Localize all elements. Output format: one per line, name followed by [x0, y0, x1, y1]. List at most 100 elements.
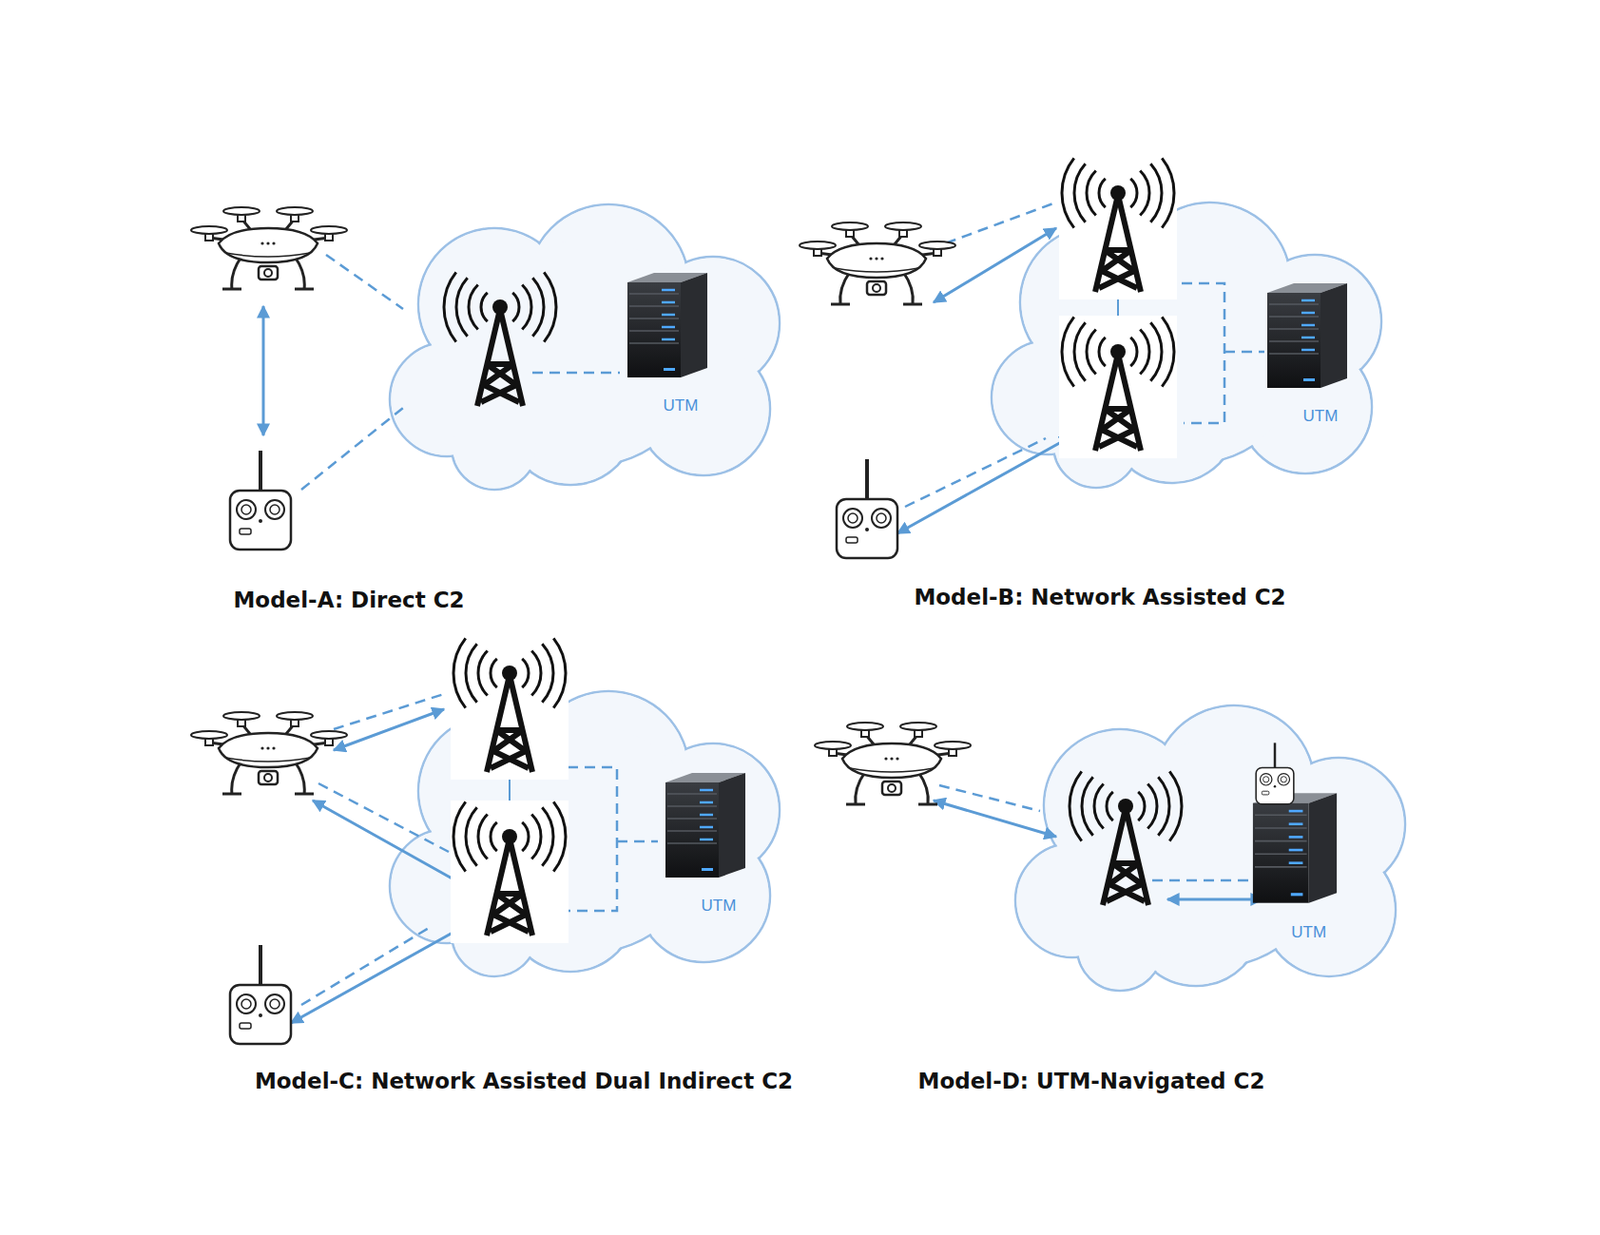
dashed-link: [301, 407, 404, 490]
tower-top: [492, 299, 508, 315]
drone-icon: [191, 712, 347, 794]
drone-lens: [264, 773, 272, 782]
antenna: [258, 944, 263, 985]
server-led: [1303, 378, 1315, 382]
model-caption: Model-C: Network Assisted Dual Indirect …: [254, 1068, 793, 1094]
utm-server: UTM: [633, 270, 729, 416]
radio-wave: [453, 637, 566, 708]
tower-lattice: [477, 308, 523, 406]
switch: [239, 528, 251, 535]
remote-controller: [230, 450, 291, 550]
tower-background: [1059, 156, 1177, 300]
drone-icon: [191, 207, 347, 290]
server-slot: [1254, 827, 1308, 829]
server-slot: [1254, 840, 1308, 843]
drone-rotor: [900, 722, 937, 731]
switch: [1261, 790, 1269, 795]
radio-wave: [481, 292, 520, 322]
cell-tower: [450, 800, 569, 944]
radio-wave: [478, 651, 541, 696]
radio-wave: [456, 277, 544, 336]
c2-arrow: [1167, 898, 1263, 902]
tower-top: [1118, 798, 1134, 814]
tower-background: [450, 636, 569, 780]
dashed-link: [301, 927, 429, 1005]
tower-top: [501, 828, 518, 845]
radio-wave: [465, 643, 554, 702]
server-light: [699, 789, 714, 792]
cell-tower: [1069, 771, 1182, 906]
drone-led: [260, 746, 264, 750]
server-side: [1320, 283, 1348, 388]
button: [258, 1013, 263, 1018]
server-light: [661, 326, 675, 329]
controller-body: [1255, 767, 1294, 804]
server-light: [699, 813, 714, 817]
joystick: [265, 994, 285, 1014]
drone-led: [271, 241, 275, 245]
drone-camera: [867, 281, 887, 295]
remote-controller: [836, 459, 898, 559]
server-icon: [1253, 792, 1337, 904]
server-slot: [629, 329, 679, 332]
server-side: [1309, 792, 1337, 904]
radio-wave: [1086, 171, 1150, 216]
tower-top: [501, 665, 518, 681]
drone-lens: [264, 269, 272, 277]
joystick-ring: [876, 513, 887, 523]
server-slot: [667, 792, 717, 795]
drone-rotor: [191, 226, 228, 234]
radio-wave: [1086, 329, 1150, 375]
server-label: UTM: [633, 396, 729, 416]
drone-led: [884, 756, 887, 760]
joystick-ring: [1263, 776, 1270, 783]
server-slot: [667, 817, 717, 820]
cloud-fill: [1078, 906, 1161, 989]
joystick: [843, 508, 863, 528]
server-slot: [667, 842, 717, 845]
drone-led: [889, 756, 893, 760]
tower-lattice: [486, 838, 533, 936]
tower-top: [1110, 344, 1126, 360]
server-icon: [627, 272, 708, 378]
drone-body: [218, 228, 318, 263]
drone-led: [266, 241, 270, 245]
tower-lattice: [486, 674, 533, 772]
server-light: [1301, 336, 1315, 340]
drone-led: [266, 746, 270, 750]
server-light: [1289, 809, 1304, 813]
radio-wave: [1061, 316, 1175, 386]
utm-server: UTM: [671, 771, 767, 916]
server-led: [701, 867, 714, 871]
drone-camera: [258, 771, 278, 785]
network-cloud: [389, 204, 780, 490]
cell-tower: [450, 636, 569, 780]
drone-body-line: [226, 252, 310, 257]
cell-tower: [443, 271, 557, 406]
drone-lens: [887, 784, 896, 792]
model-caption: Model-B: Network Assisted C2: [913, 584, 1286, 610]
controller-body: [230, 984, 291, 1044]
server-icon: [665, 772, 746, 878]
joystick-ring: [269, 999, 280, 1009]
radio-wave: [1094, 784, 1157, 829]
joystick-ring: [241, 999, 251, 1009]
dashed-link: [333, 693, 444, 730]
server-slot: [667, 805, 717, 808]
drone-rotor: [831, 222, 868, 231]
c2-arrow: [933, 800, 1057, 837]
dashed-link: [1152, 879, 1250, 883]
joystick: [236, 500, 256, 520]
cell-tower: [1059, 156, 1177, 300]
drone-lens: [872, 284, 881, 292]
server-slot: [1254, 866, 1308, 868]
server-light: [1301, 299, 1315, 303]
drone-camera: [258, 266, 278, 280]
cloud-fill: [452, 404, 536, 488]
drone-rotor: [276, 207, 313, 215]
radio-wave: [490, 658, 529, 688]
joystick-ring: [1280, 776, 1287, 783]
joystick-ring: [848, 513, 858, 523]
antenna: [258, 450, 263, 491]
server-slot: [1269, 340, 1319, 343]
